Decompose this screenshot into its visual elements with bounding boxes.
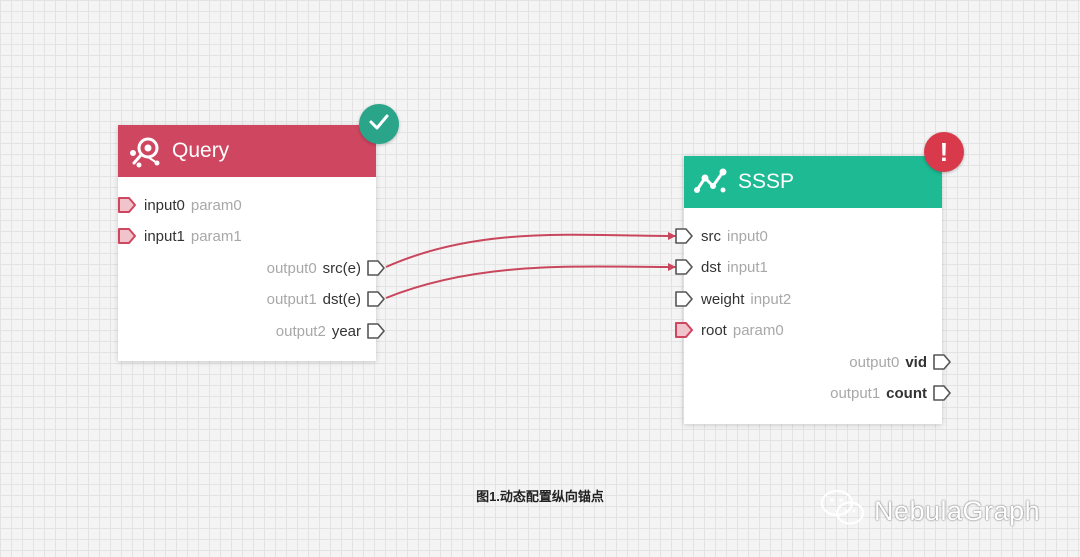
param-port-icon[interactable] bbox=[118, 196, 136, 214]
sssp-output-param: output1 bbox=[830, 384, 881, 402]
sssp-input-name: dst bbox=[701, 258, 722, 276]
graph-path-icon bbox=[692, 163, 730, 201]
output-port-icon[interactable] bbox=[933, 384, 951, 402]
query-status-badge bbox=[359, 104, 399, 144]
sssp-input-row-0: src input0 bbox=[675, 225, 768, 247]
watermark-text: NebulaGraph bbox=[874, 496, 1041, 526]
param-port-icon[interactable] bbox=[118, 227, 136, 245]
input-port-icon[interactable] bbox=[675, 290, 693, 308]
query-node-header[interactable]: Query bbox=[118, 125, 376, 177]
sssp-input-name: root bbox=[701, 321, 727, 339]
sssp-input-param: input2 bbox=[750, 290, 792, 308]
query-output-row-1: output1 dst(e) bbox=[266, 288, 385, 310]
query-search-icon bbox=[126, 132, 164, 170]
sssp-input-name: weight bbox=[701, 290, 745, 308]
sssp-node-title: SSSP bbox=[738, 170, 795, 193]
sssp-output-row-1: output1 count bbox=[830, 382, 951, 404]
query-output-name: dst(e) bbox=[322, 290, 361, 308]
query-input-row-1: input1 param1 bbox=[118, 225, 242, 247]
sssp-node[interactable]: SSSP src input0 dst input1 weight input2… bbox=[675, 156, 951, 424]
query-input-param: param0 bbox=[190, 196, 242, 214]
sssp-input-param: input0 bbox=[727, 227, 768, 245]
query-output-row-2: output2 year bbox=[275, 320, 385, 342]
query-output-row-0: output0 src(e) bbox=[266, 257, 385, 279]
watermark: NebulaGraph bbox=[820, 488, 1040, 535]
figure-caption: 图1.动态配置纵向锚点 bbox=[476, 489, 604, 504]
query-input-name: input1 bbox=[144, 227, 185, 245]
sssp-input-param: input1 bbox=[727, 258, 768, 276]
output-port-icon[interactable] bbox=[367, 290, 385, 308]
output-port-icon[interactable] bbox=[367, 259, 385, 277]
sssp-output-name: vid bbox=[905, 353, 927, 371]
query-output-name: year bbox=[331, 322, 361, 340]
sssp-input-row-3: root param0 bbox=[675, 319, 784, 341]
sssp-output-row-0: output0 vid bbox=[849, 351, 951, 373]
input-port-icon[interactable] bbox=[675, 227, 693, 245]
query-node[interactable]: Query input0 param0 input1 param1 output… bbox=[118, 125, 385, 361]
query-output-param: output0 bbox=[266, 259, 317, 277]
query-input-name: input0 bbox=[144, 196, 185, 214]
output-port-icon[interactable] bbox=[367, 322, 385, 340]
output-port-icon[interactable] bbox=[933, 353, 951, 371]
sssp-input-name: src bbox=[701, 227, 721, 245]
query-output-param: output1 bbox=[266, 290, 317, 308]
sssp-output-name: count bbox=[886, 384, 927, 402]
input-port-icon[interactable] bbox=[675, 258, 693, 276]
query-input-param: param1 bbox=[190, 227, 242, 245]
sssp-input-param: param0 bbox=[732, 321, 784, 339]
checkmark-icon bbox=[368, 109, 390, 140]
sssp-input-row-2: weight input2 bbox=[675, 288, 792, 310]
exclamation-icon: ! bbox=[939, 136, 949, 167]
wechat-icon bbox=[820, 488, 866, 535]
query-output-param: output2 bbox=[275, 322, 326, 340]
wire-dst[interactable] bbox=[385, 265, 677, 299]
sssp-input-row-1: dst input1 bbox=[675, 256, 768, 278]
wire-src[interactable] bbox=[385, 233, 677, 268]
sssp-node-header[interactable]: SSSP bbox=[684, 156, 942, 208]
param-port-icon[interactable] bbox=[675, 321, 693, 339]
query-output-name: src(e) bbox=[322, 259, 361, 277]
sssp-status-badge: ! bbox=[924, 132, 964, 172]
query-node-title: Query bbox=[172, 139, 230, 162]
query-input-row-0: input0 param0 bbox=[118, 194, 242, 216]
sssp-output-param: output0 bbox=[849, 353, 900, 371]
